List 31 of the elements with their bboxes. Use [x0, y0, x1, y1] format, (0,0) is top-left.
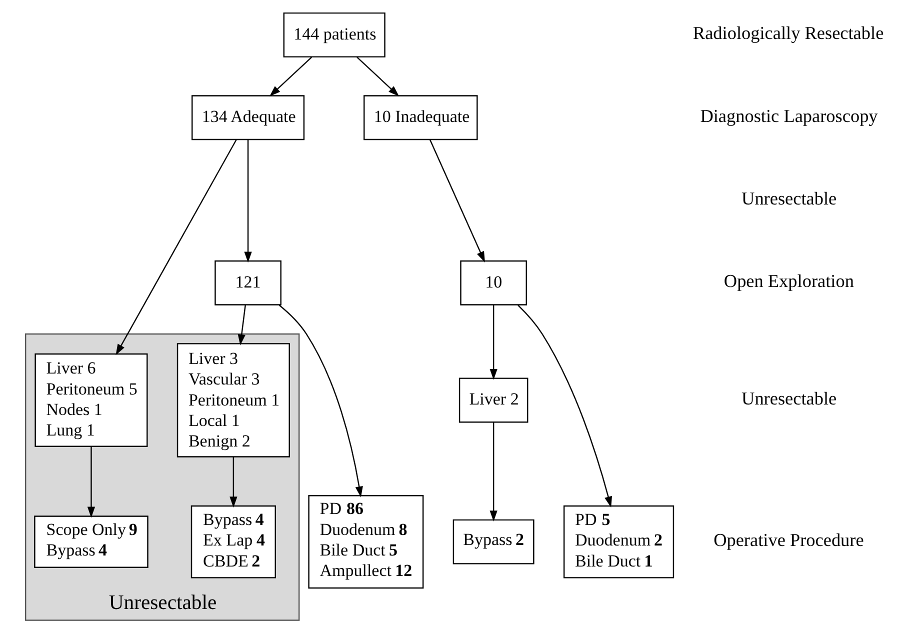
arrow — [244, 140, 252, 263]
arrow — [356, 56, 399, 96]
arrow — [428, 140, 484, 262]
label: Unresectable — [741, 388, 836, 408]
node-box: 10 Inadequate — [363, 95, 478, 140]
node-box: Liver 2 — [458, 378, 528, 423]
node-box: 134 Adequate — [191, 95, 304, 140]
arrow — [115, 140, 236, 356]
node-box: Scope Only 9 Bypass 4 — [34, 516, 148, 568]
node-box: 10 — [460, 260, 526, 306]
arrow — [269, 56, 312, 96]
node-box: 121 — [214, 260, 281, 306]
node-box: PD 5 Duodenum 2 Bile Duct 1 — [562, 505, 674, 578]
node-box: Liver 3 Vascular 3 Peritoneum 1 Local 1 Benign 2 — [176, 343, 290, 458]
label: Operative Procedure — [713, 530, 864, 550]
node-box: Bypass 2 — [452, 519, 534, 564]
arrow — [517, 304, 612, 508]
label: Unresectable — [741, 188, 836, 209]
label: Radiologically Resectable — [692, 23, 884, 44]
node-box: Liver 6 Peritoneum 5 Nodes 1 Lung 1 — [34, 353, 148, 447]
arrow — [489, 305, 497, 380]
label: Diagnostic Laparoscopy — [700, 106, 878, 126]
label: Open Exploration — [723, 271, 854, 292]
node-box: PD 86 Duodenum 8 Bile Duct 5 Ampullect 12 — [308, 495, 424, 589]
arrow — [278, 304, 362, 498]
node-box: Bypass 4 Ex Lap 4 CBDE 2 — [190, 505, 276, 578]
arrow — [229, 456, 237, 508]
arrow — [237, 305, 246, 346]
arrow — [489, 422, 497, 522]
arrow — [86, 446, 95, 518]
node-box: 144 patients — [282, 12, 385, 58]
